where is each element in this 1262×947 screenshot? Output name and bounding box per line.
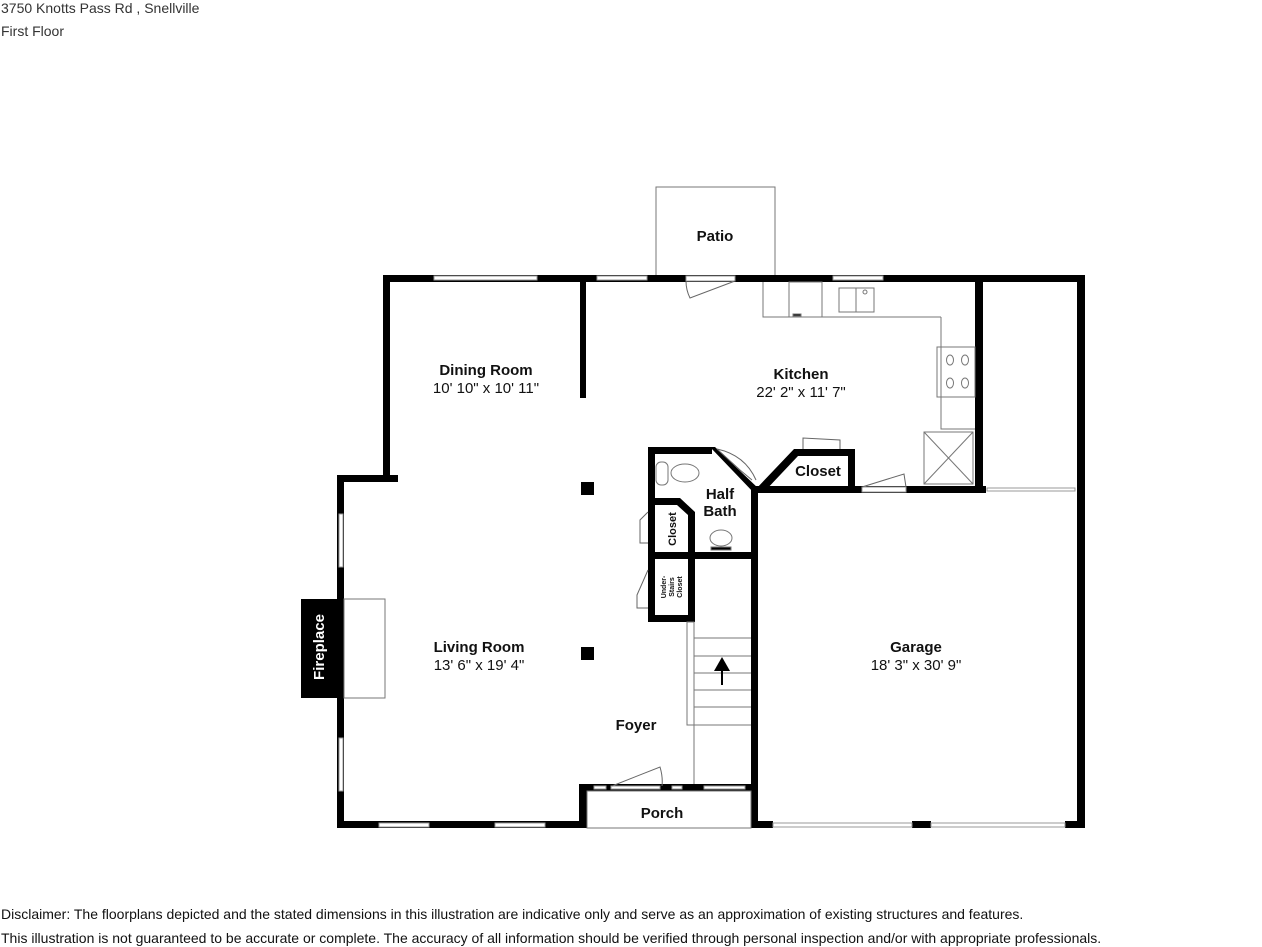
garage-label: Garage	[890, 639, 942, 656]
kitchen-closet-label: Closet	[795, 463, 841, 480]
column	[581, 482, 594, 495]
stairs-up-arrow-icon	[714, 657, 730, 685]
kitchen-label: Kitchen	[773, 366, 828, 383]
bath-fixtures	[655, 461, 733, 551]
patio-label: Patio	[697, 228, 734, 245]
stairs	[686, 621, 751, 784]
disclaimer-line-1: Disclaimer: The floorplans depicted and …	[1, 906, 1024, 922]
walls	[337, 275, 1085, 828]
living-room-dims: 13' 6" x 19' 4"	[434, 657, 525, 674]
half-bath-label-2: Bath	[703, 503, 736, 520]
kitchen-dims: 22' 2" x 11' 7"	[756, 384, 846, 401]
fireplace-label: Fireplace	[311, 614, 328, 680]
half-bath-label-1: Half	[706, 486, 735, 503]
porch	[586, 790, 752, 829]
living-room-label: Living Room	[434, 639, 525, 656]
svg-text:Stairs: Stairs	[669, 577, 676, 597]
kitchen-fixtures	[762, 281, 976, 485]
column	[581, 647, 594, 660]
foyer-label: Foyer	[616, 717, 657, 734]
fireplace	[301, 598, 386, 699]
windows	[338, 275, 1076, 828]
svg-text:Closet: Closet	[677, 576, 684, 598]
hall-closet-label: Closet	[667, 512, 679, 546]
porch-label: Porch	[641, 805, 684, 822]
dining-room-dims: 10' 10" x 10' 11"	[433, 380, 539, 397]
floor-label: First Floor	[1, 23, 64, 39]
property-address: 3750 Knotts Pass Rd , Snellville	[1, 0, 200, 16]
garage-dims: 18' 3" x 30' 9"	[871, 657, 962, 674]
svg-text:Under-: Under-	[661, 575, 668, 598]
doors	[611, 275, 907, 787]
under-stairs-closet-label: Under- Stairs Closet	[661, 575, 684, 598]
disclaimer-line-2: This illustration is not guaranteed to b…	[1, 930, 1102, 946]
dining-room-label: Dining Room	[439, 362, 532, 379]
